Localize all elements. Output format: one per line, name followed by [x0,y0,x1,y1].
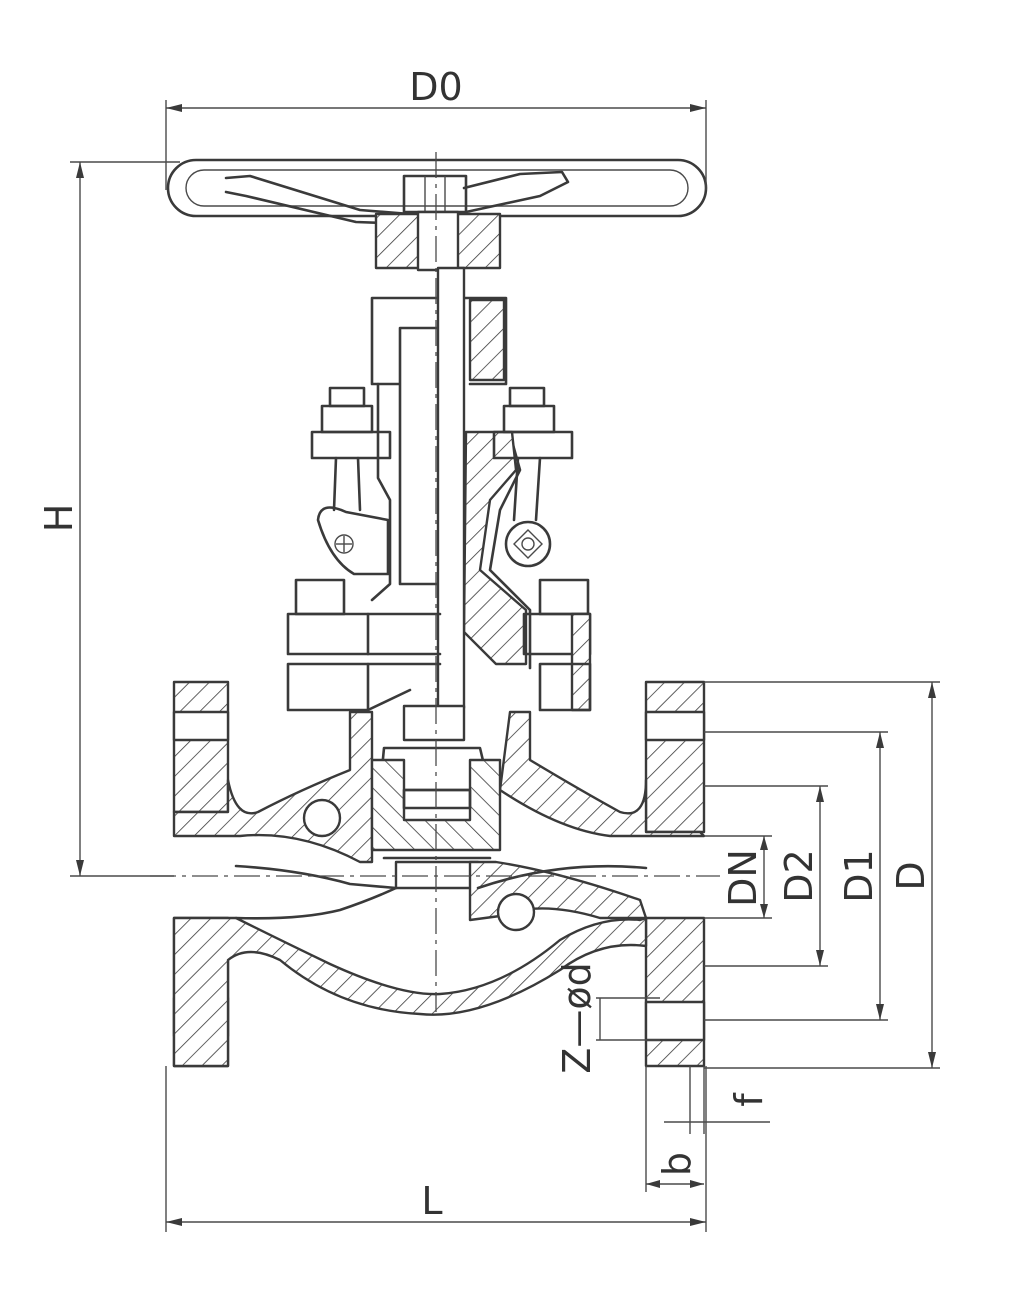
flange-left-top [172,680,230,814]
dim-d0: D0 [165,65,707,190]
dim-b: b [645,1066,704,1192]
gland-bolt-left [310,386,392,576]
label-d1: D1 [837,849,881,902]
handwheel-rim-inner [185,169,689,207]
bonnet-section [462,430,528,666]
disc-nut [402,704,466,742]
dim-right-stack: D D1 D2 DN [704,681,940,1069]
label-d2: D2 [777,849,821,902]
label-h: H [37,504,81,533]
stem-top [416,210,460,272]
eyebolt-left [316,506,390,576]
label-b: b [655,1152,699,1176]
body-lower [172,916,648,1068]
label-f: f [727,1092,771,1107]
handwheel-spoke-right [462,170,570,214]
body-upper-right [498,710,706,838]
valve-stem [436,266,466,710]
dim-f: f [664,1066,771,1134]
dim-l: L [165,1066,707,1232]
dim-zd: Z—ød [555,962,660,1074]
label-zd: Z—ød [555,962,599,1073]
dim-h: H [37,161,180,877]
label-d0: D0 [409,65,462,109]
yoke [370,296,532,670]
valve-seat [394,860,480,890]
flange-right-top [644,680,706,834]
body-bonnet-bolts [286,578,592,712]
eyebolt-right [504,520,552,568]
valve-disc [370,758,502,852]
flange-right-bottom [644,916,706,1068]
handwheel-rim-outer [166,158,708,218]
label-dn: DN [721,849,765,907]
label-d: D [889,861,933,890]
label-l: L [421,1179,442,1223]
yoke-nut-section [468,298,506,382]
seat-wall [468,860,648,922]
gland-bolt-right [492,386,574,568]
